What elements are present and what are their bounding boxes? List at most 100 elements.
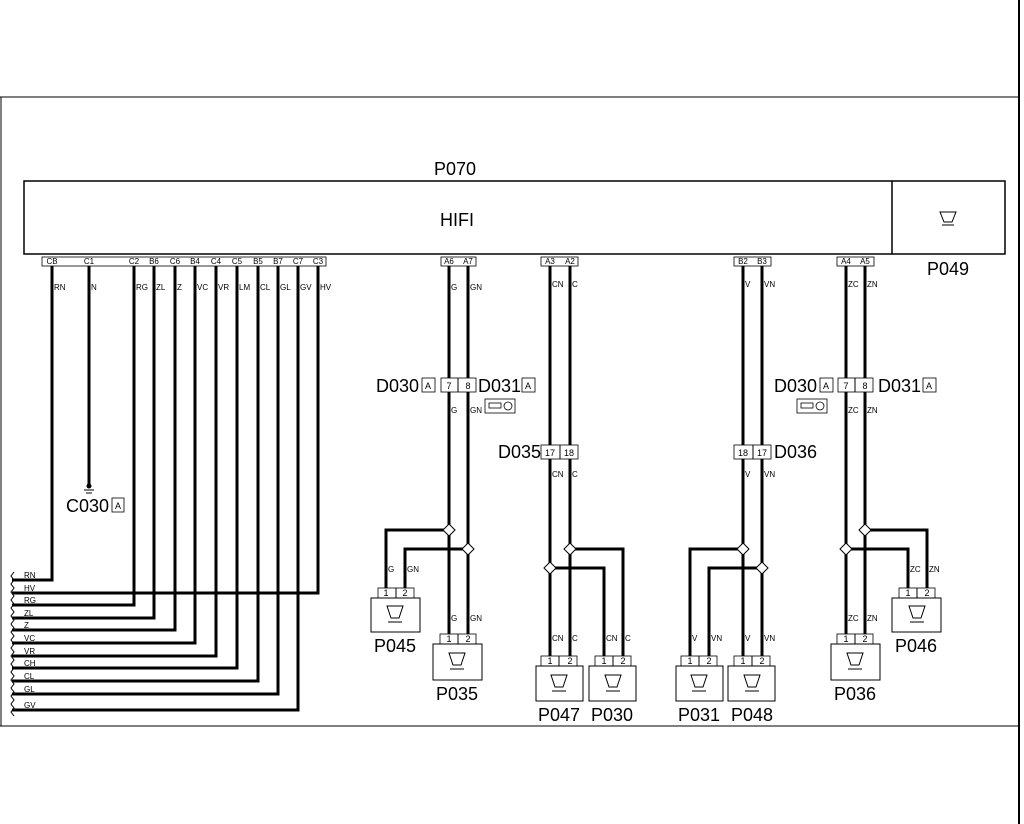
- wire-code: C: [572, 280, 578, 289]
- pin-label: C7: [293, 257, 304, 266]
- speaker-pin: 1: [446, 634, 451, 644]
- wire-code: CN: [552, 280, 564, 289]
- pin-label: B6: [149, 257, 159, 266]
- pin-label: A4: [841, 257, 851, 266]
- bus-line-label: Z: [24, 621, 29, 630]
- bus-line-label: GV: [24, 701, 36, 710]
- speaker-p036: [830, 633, 881, 681]
- bus-break-mark: [10, 571, 15, 717]
- speaker-id: P035: [436, 684, 478, 704]
- pin-label: C5: [232, 257, 243, 266]
- bus-line-label: RG: [24, 596, 36, 605]
- ground-id: C030: [66, 496, 109, 516]
- connector-pin: 17: [757, 448, 767, 458]
- connector-pin: 18: [738, 448, 748, 458]
- speaker-pin: 2: [759, 656, 764, 666]
- wire-code: ZL: [156, 283, 166, 292]
- connector-pin: 7: [843, 381, 848, 391]
- bus-line-label: CL: [24, 672, 35, 681]
- wire-code: GL: [280, 283, 291, 292]
- speaker-pin: 2: [620, 656, 625, 666]
- speaker-id: P031: [678, 705, 720, 725]
- wire-code: V: [745, 280, 751, 289]
- pin-strip-left: [41, 256, 327, 267]
- speaker-id: P047: [538, 705, 580, 725]
- bus-line-label: RN: [24, 571, 36, 580]
- pin-label: CB: [46, 257, 57, 266]
- connector-tag: A: [525, 381, 531, 391]
- wire-code: ZN: [867, 614, 878, 623]
- wire-code: G: [451, 283, 457, 292]
- pin-label: A6: [444, 257, 454, 266]
- wire-code: ZN: [929, 565, 940, 574]
- speaker-pin: 2: [465, 634, 470, 644]
- pin-label: C3: [313, 257, 324, 266]
- connector-tag-box: [521, 377, 536, 393]
- wire-code: C: [572, 634, 578, 643]
- connector-tag-box: [819, 377, 834, 393]
- speaker-id: P046: [895, 636, 937, 656]
- wire-code: ZC: [848, 406, 859, 415]
- wire-code: VN: [764, 280, 775, 289]
- group-a3-a2: [543, 266, 625, 656]
- wire-code: CL: [260, 283, 271, 292]
- speaker-p047: [535, 655, 584, 702]
- pin-label: C1: [84, 257, 95, 266]
- harness-icon: [484, 398, 516, 414]
- pin-label: C4: [211, 257, 222, 266]
- wire-code: ZC: [848, 614, 859, 623]
- wire-code: V: [745, 634, 751, 643]
- speaker-id: P048: [731, 705, 773, 725]
- pin-label: A5: [860, 257, 870, 266]
- bus-line-label: HV: [24, 584, 36, 593]
- wire-code: RG: [136, 283, 148, 292]
- pin-label: B2: [738, 257, 748, 266]
- connector-tag: A: [823, 381, 829, 391]
- wire-code: G: [388, 565, 394, 574]
- wire-code: CN: [606, 634, 618, 643]
- wire-code: V: [745, 470, 751, 479]
- speaker-pin: 2: [706, 656, 711, 666]
- pin-label: C2: [129, 257, 140, 266]
- pin-label: B3: [757, 257, 767, 266]
- wire-code: CN: [552, 634, 564, 643]
- wire-code: GV: [300, 283, 312, 292]
- wire-code: LM: [239, 283, 250, 292]
- speaker-p031: [675, 655, 724, 702]
- side-unit-id: P049: [927, 259, 969, 279]
- wire-code: ZC: [848, 280, 859, 289]
- bus-line-label: VC: [24, 634, 35, 643]
- wire-code: GN: [470, 283, 482, 292]
- wire-code: GN: [407, 565, 419, 574]
- module-id: P070: [434, 159, 476, 179]
- hifi-module: [23, 180, 1006, 255]
- speaker-p046: [891, 587, 942, 633]
- speaker-id: P036: [834, 684, 876, 704]
- left-harness: [12, 266, 320, 712]
- module-name: HIFI: [440, 210, 474, 230]
- wire-code: HV: [320, 283, 332, 292]
- pin-label: A7: [463, 257, 473, 266]
- connector-id: D031: [478, 376, 521, 396]
- speaker-pin: 2: [924, 588, 929, 598]
- group-b2-b3: [688, 266, 769, 656]
- connector-pin: 8: [862, 381, 867, 391]
- wire-code: VN: [764, 634, 775, 643]
- connector-tag: A: [425, 381, 431, 391]
- speaker-pin: 2: [862, 634, 867, 644]
- speaker-p048: [727, 655, 776, 702]
- ground-tag: A: [115, 501, 121, 511]
- bus-line-label: CH: [24, 659, 36, 668]
- speaker-p030: [588, 655, 637, 702]
- bus-line-label: GL: [24, 685, 35, 694]
- speaker-p045: [370, 587, 421, 633]
- wire-code: C: [572, 470, 578, 479]
- wire-code: V: [692, 634, 698, 643]
- speaker-pin: 2: [567, 656, 572, 666]
- wire-code: GN: [470, 406, 482, 415]
- wire-code: ZN: [867, 406, 878, 415]
- wire-code: G: [451, 614, 457, 623]
- wire-code: RN: [54, 283, 66, 292]
- pin-strip-a3a2: [540, 256, 579, 267]
- connector-pin: 18: [564, 448, 574, 458]
